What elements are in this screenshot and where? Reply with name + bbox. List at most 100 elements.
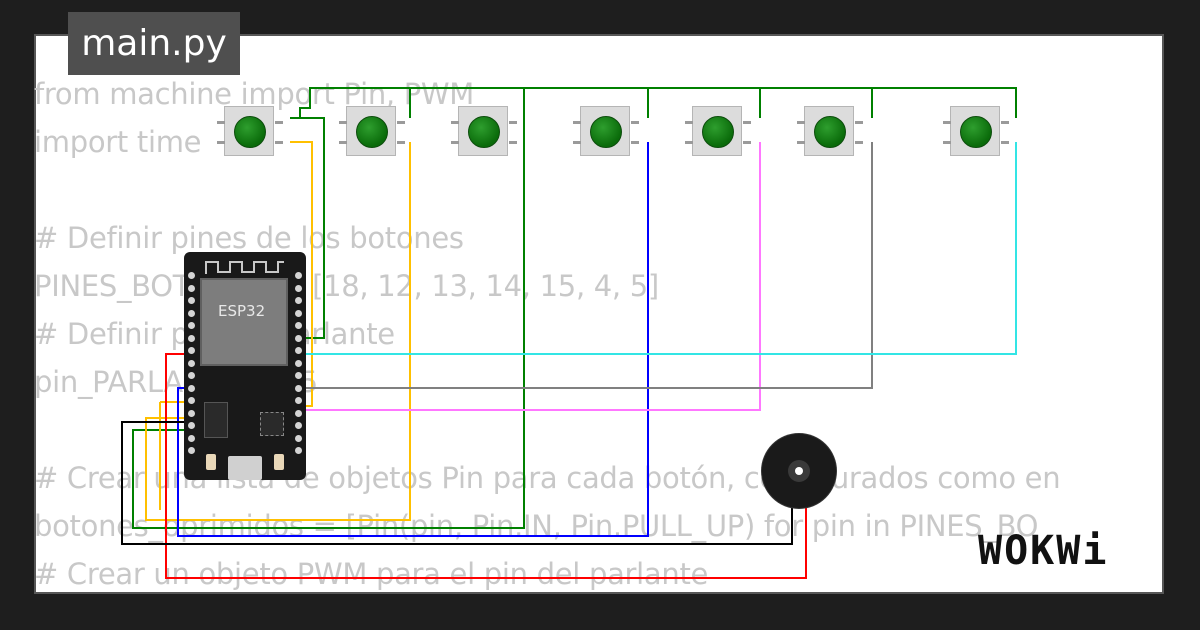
antenna-icon [205, 261, 284, 274]
pushbutton-3[interactable] [451, 106, 517, 156]
button-leg [1001, 121, 1009, 124]
header-pin[interactable] [188, 409, 195, 417]
header-pin[interactable] [295, 272, 302, 279]
button-leg [631, 121, 639, 124]
header-pin[interactable] [295, 434, 302, 442]
wire-blue [177, 142, 649, 537]
header-pin[interactable] [295, 397, 302, 404]
button-leg [509, 141, 517, 144]
header-pin[interactable] [188, 434, 195, 442]
pushbutton-1[interactable] [217, 106, 283, 156]
buzzer-hole [795, 467, 803, 475]
header-pin[interactable] [188, 347, 195, 354]
pushbutton-2[interactable] [339, 106, 405, 156]
header-pin[interactable] [188, 334, 195, 342]
wire-pink [302, 142, 761, 411]
pushbutton-6[interactable] [797, 106, 863, 156]
header-pin[interactable] [295, 297, 302, 304]
header-pin[interactable] [295, 359, 302, 367]
code-line: from machine import Pin, PWM [34, 77, 475, 111]
led-left [206, 454, 216, 470]
button-leg [275, 141, 283, 144]
header-pin[interactable] [295, 309, 302, 317]
button-leg [685, 141, 693, 144]
button-leg [217, 141, 225, 144]
button-leg [685, 121, 693, 124]
code-line: import time [34, 125, 202, 159]
wire-yellow-1 [290, 141, 313, 407]
header-pin[interactable] [188, 284, 195, 292]
button-cap [234, 116, 266, 148]
header-pin[interactable] [188, 447, 195, 454]
wokwi-logo: WOKWi [978, 528, 1109, 574]
header-pin[interactable] [295, 347, 302, 354]
button-leg [943, 121, 951, 124]
button-leg [397, 121, 405, 124]
code-line: # Definir pines de los botones [34, 221, 464, 255]
header-pin[interactable] [295, 409, 302, 417]
regulator-chip [204, 402, 228, 438]
button-leg [573, 141, 581, 144]
header-pin[interactable] [188, 397, 195, 404]
button-leg [855, 141, 863, 144]
header-pin[interactable] [295, 334, 302, 342]
pushbutton-5[interactable] [685, 106, 751, 156]
wire-cyan [302, 142, 1017, 355]
button-leg [509, 121, 517, 124]
button-leg [339, 141, 347, 144]
wire-gray [302, 142, 873, 389]
header-pin[interactable] [295, 322, 302, 329]
header-pin[interactable] [295, 384, 302, 392]
button-leg [573, 121, 581, 124]
button-leg [797, 141, 805, 144]
pushbutton-4[interactable] [573, 106, 639, 156]
buzzer[interactable] [762, 434, 836, 508]
button-leg [1001, 141, 1009, 144]
usb-uart-chip [260, 412, 284, 436]
header-pin[interactable] [188, 322, 195, 329]
header-pin[interactable] [188, 297, 195, 304]
button-cap [468, 116, 500, 148]
button-leg [451, 141, 459, 144]
file-tab-main-py[interactable]: main.py [68, 12, 240, 75]
button-leg [797, 121, 805, 124]
button-leg [339, 121, 347, 124]
button-leg [275, 121, 283, 124]
button-leg [451, 121, 459, 124]
header-pin[interactable] [295, 284, 302, 292]
led-right [274, 454, 284, 470]
button-cap [590, 116, 622, 148]
header-pin[interactable] [188, 372, 195, 379]
pushbutton-7[interactable] [943, 106, 1009, 156]
wire-red [165, 353, 807, 579]
code-line: botones_oprimidos = [Pin(pin, Pin.IN, Pi… [34, 509, 1039, 543]
header-pin[interactable] [188, 359, 195, 367]
button-leg [943, 141, 951, 144]
button-cap [356, 116, 388, 148]
button-leg [631, 141, 639, 144]
header-pin[interactable] [295, 422, 302, 429]
wire-green-6 [872, 87, 1017, 118]
header-pin[interactable] [295, 447, 302, 454]
header-pin[interactable] [295, 372, 302, 379]
esp32-module [200, 278, 288, 366]
code-line: # Crear una lista de objetos Pin para ca… [34, 461, 1061, 495]
button-cap [960, 116, 992, 148]
wire-green-2-down [132, 118, 525, 529]
wire-black [121, 421, 793, 545]
button-leg [743, 141, 751, 144]
button-cap [814, 116, 846, 148]
header-pin[interactable] [188, 422, 195, 429]
header-pin[interactable] [188, 384, 195, 392]
button-leg [743, 121, 751, 124]
esp32-board[interactable]: ESP32 [184, 252, 306, 480]
header-pin[interactable] [188, 272, 195, 279]
wire-yellow-3 [159, 401, 188, 510]
button-leg [217, 121, 225, 124]
usb-port [228, 456, 262, 480]
button-cap [702, 116, 734, 148]
code-line: # Crear un objeto PWM para el pin del pa… [34, 557, 709, 591]
header-pin[interactable] [188, 309, 195, 317]
